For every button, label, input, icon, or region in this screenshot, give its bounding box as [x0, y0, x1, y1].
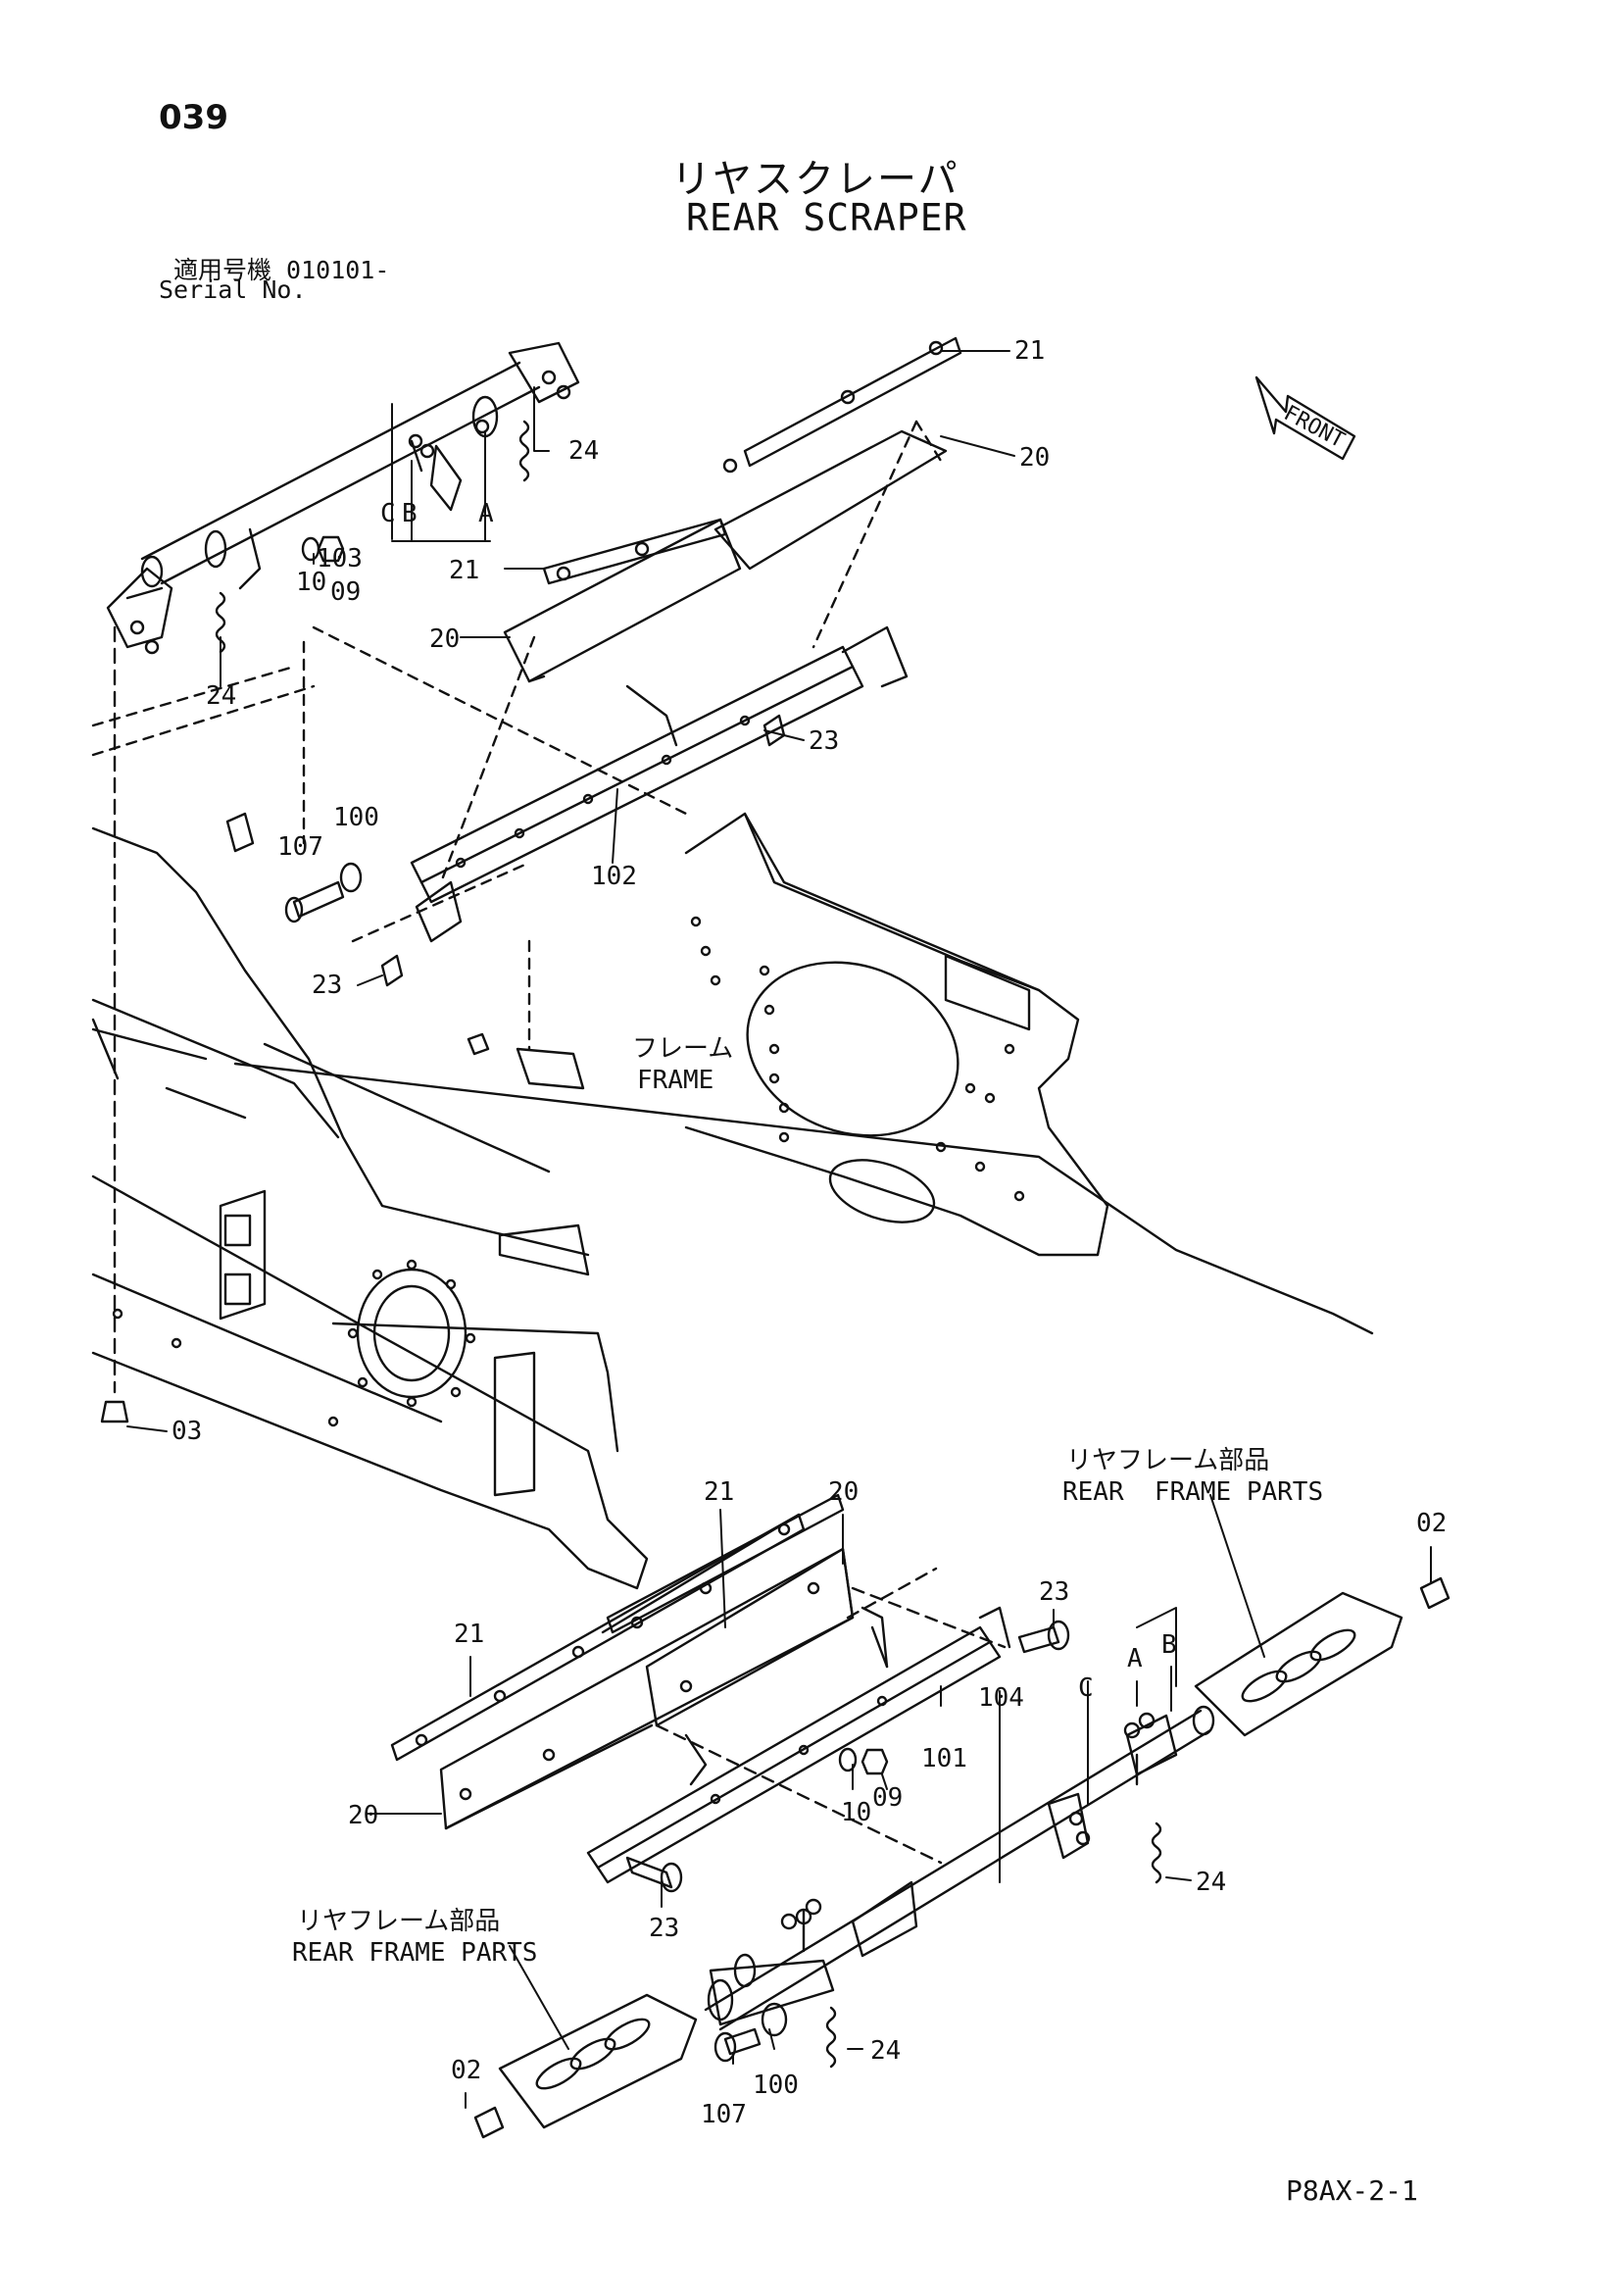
rear-frame-parts-english-right: REAR FRAME PARTS: [1062, 1477, 1323, 1507]
fasteners-lower: [625, 1620, 1070, 2063]
callout-107: 107: [701, 2100, 747, 2129]
region-labels: フレーム FRAME リヤフレーム部品 REAR FRAME PARTS リヤフ…: [292, 1034, 1323, 1968]
callout-02: 02: [451, 2056, 481, 2085]
scraper-tube-upper: [106, 341, 580, 655]
callout-09: 09: [330, 577, 361, 607]
callout-107: 107: [277, 832, 323, 862]
callout-leaders: [126, 350, 1432, 2109]
scraper-plates-lower: [390, 1493, 855, 1830]
callout-24: 24: [1196, 1868, 1226, 1897]
rear-frame-parts-japanese-left: リヤフレーム部品: [297, 1907, 500, 1936]
document-code: P8AX-2-1: [1286, 2174, 1418, 2207]
bolt-03: [100, 625, 129, 1423]
callout-C: C: [1078, 1673, 1094, 1703]
spring-24-lower: [825, 1822, 1162, 2069]
nut-washer-upper: [301, 535, 345, 563]
rear-frame-part-left: [473, 1993, 698, 2139]
callout-B: B: [1161, 1630, 1177, 1660]
callout-20: 20: [1019, 443, 1050, 473]
callout-B: B: [402, 499, 418, 528]
rear-frame-parts-japanese-right: リヤフレーム部品: [1066, 1446, 1269, 1475]
callout-101: 101: [921, 1744, 967, 1773]
bolt-107-collar-100: [225, 812, 363, 923]
callout-20: 20: [348, 1801, 378, 1830]
callout-10: 10: [296, 568, 326, 597]
callout-C: C: [380, 499, 396, 528]
callout-09: 09: [872, 1783, 903, 1813]
callout-21: 21: [704, 1477, 734, 1507]
rear-frame-parts-english-left: REAR FRAME PARTS: [292, 1938, 537, 1968]
front-arrow-icon: FRONT: [1254, 375, 1356, 461]
serial-number-label-japanese: 適用号機 010101-: [173, 256, 390, 284]
callout-104: 104: [978, 1683, 1024, 1713]
frame-side-plate: [684, 812, 1109, 1257]
callout-100: 100: [333, 803, 379, 832]
callout-02: 02: [1416, 1509, 1447, 1538]
callout-23: 23: [312, 971, 342, 1000]
callout-24: 24: [568, 436, 599, 466]
callout-21: 21: [449, 556, 479, 585]
frame-nut: [467, 1032, 585, 1090]
callout-20: 20: [429, 624, 460, 654]
page-number: 039: [159, 98, 228, 137]
scraper-tube-lower: [704, 1705, 1215, 2031]
spring-24-upper: [215, 420, 530, 654]
callout-103: 103: [317, 544, 363, 574]
callout-24: 24: [206, 681, 236, 711]
callout-23: 23: [809, 726, 839, 756]
callout-A: A: [1127, 1644, 1143, 1673]
callout-23: 23: [1039, 1577, 1069, 1607]
callout-21: 21: [454, 1620, 484, 1649]
callout-24: 24: [870, 2036, 901, 2066]
callout-102: 102: [591, 862, 637, 891]
scraper-channel-101: [586, 1567, 1011, 1884]
frame-lower-plate: [112, 1189, 619, 1497]
frame-label-japanese: フレーム: [632, 1034, 733, 1064]
scraper-plates-upper: [439, 336, 962, 884]
front-label: FRONT: [1280, 401, 1349, 453]
title-japanese: リヤスクレーパ: [671, 157, 959, 202]
rear-frame-part-right: [1194, 1576, 1451, 1737]
callout-10: 10: [841, 1798, 871, 1827]
callout-03: 03: [172, 1417, 202, 1446]
callout-23: 23: [649, 1914, 679, 1943]
callout-100: 100: [753, 2071, 799, 2100]
title-english: REAR SCRAPER: [686, 196, 967, 239]
frame-body-upper: [91, 625, 1374, 1590]
scraper-channel-102: [410, 625, 909, 943]
callout-labels: 21 20 24 C B A 103 21 10 09 20 24 23 102…: [172, 336, 1447, 2129]
callout-21: 21: [1014, 336, 1045, 366]
frame-label-english: FRAME: [637, 1066, 713, 1095]
serial-number-label-english: Serial No.: [159, 275, 307, 304]
callout-20: 20: [828, 1477, 859, 1507]
callout-A: A: [478, 499, 494, 528]
